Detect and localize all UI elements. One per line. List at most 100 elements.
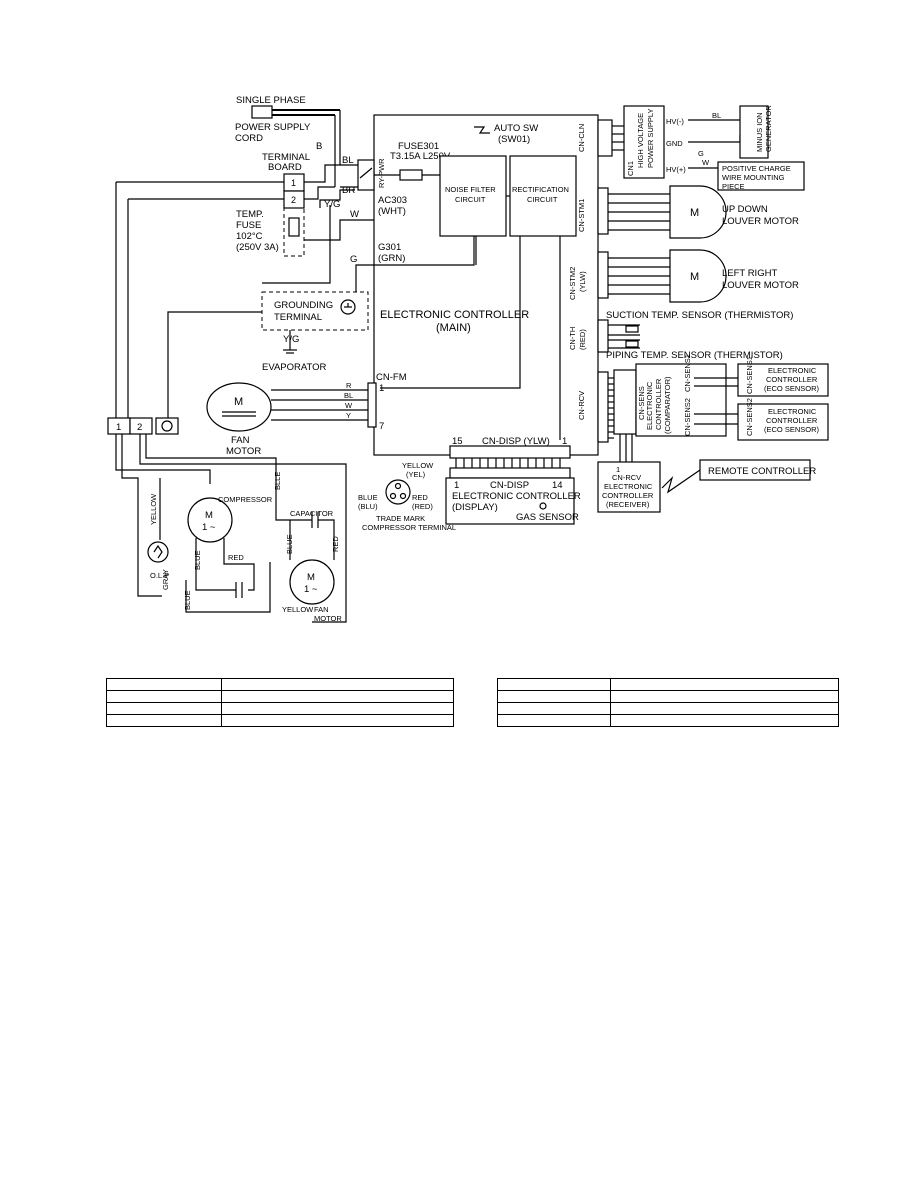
fm-wire-bl: BL <box>344 391 353 400</box>
hv-plus-label: HV(+) <box>666 165 686 174</box>
cn-fm-pin-1: 1 <box>379 383 384 394</box>
fan-motor-label-2: MOTOR <box>226 446 261 457</box>
terminal-1-label: 1 <box>291 178 296 188</box>
comparator-label-1: ELECTRONIC <box>645 381 654 430</box>
table-row <box>497 714 839 727</box>
hv-label-1: HIGH VOLTAGE <box>636 113 645 168</box>
plug-icon <box>251 105 273 119</box>
fuse-301: FUSE301 T3.15A L250V <box>374 141 451 181</box>
wire-b-label: B <box>316 141 322 152</box>
outdoor-fan-m-label: M <box>307 572 315 583</box>
temp-fuse-label-4: (250V 3A) <box>236 242 279 253</box>
display-controller <box>445 477 575 525</box>
hv-wire-bl: BL <box>712 111 721 120</box>
minus-ion-label-2: GENERATOR <box>764 105 773 152</box>
legend-table-left <box>106 678 454 727</box>
cn-sens1-right-label: CN-SENS1 <box>745 356 754 394</box>
fan-motor-icon <box>206 382 272 432</box>
eco1-label-3: (ECO SENSOR) <box>764 384 820 393</box>
trade-mark-label: TRADE MARK <box>376 514 425 523</box>
cn-th-label-1: CN-TH <box>568 327 577 350</box>
outdoor-ground-icon <box>161 420 173 432</box>
cn-stm1-section: CN-STM1 M UP DOWN LOUVER MOTOR <box>577 185 799 239</box>
fuse-301-label-1: FUSE301 <box>398 141 439 152</box>
gas-sensor-icon <box>539 502 547 510</box>
cn-disp-pin-15: 15 <box>452 436 463 447</box>
outdoor-terminal-2: 2 <box>137 422 142 433</box>
power-supply-cord-label-2: CORD <box>235 133 263 144</box>
g301-label-2: (GRN) <box>378 253 405 264</box>
wire-bl-label: BL <box>342 155 354 166</box>
blue-term-label-2: (BLU) <box>358 502 378 511</box>
receiver-label-3: (RECEIVER) <box>606 500 650 509</box>
yellow-term-label-1: YELLOW <box>402 461 434 470</box>
cn-disp-pin-1-top: 1 <box>562 436 567 447</box>
cn-sens1-left-label: CN-SENS1 <box>683 354 692 392</box>
blle-wire-label: BLLE <box>273 472 282 490</box>
compressor-label: COMPRESSOR <box>218 495 273 504</box>
table-row <box>497 690 839 703</box>
pos-charge-label-2: WIRE MOUNTING <box>722 173 785 182</box>
cn-disp-ylw-label: CN-DISP (YLW) <box>482 436 550 447</box>
up-down-louver-motor-icon <box>669 185 727 239</box>
relay-ry-pwr: BL BR RY-PWR <box>340 155 386 196</box>
wire-yg-ground-label: Y/G <box>283 334 299 345</box>
cn-th-label-2: (RED) <box>578 329 587 350</box>
gas-sensor-label: GAS SENSOR <box>516 512 579 523</box>
suction-sensor-label: SUCTION TEMP. SENSOR (THERMISTOR) <box>606 310 793 321</box>
compressor-red-wire: RED <box>228 553 244 562</box>
positive-charge-piece <box>717 161 805 191</box>
olp-section: O.L.P GRAY BLUE <box>147 541 271 613</box>
cn-stm2-connector <box>597 251 609 299</box>
eco1-label-1: ELECTRONIC <box>768 366 817 375</box>
eco1-label-2: CONTROLLER <box>766 375 818 384</box>
cn-th-section: CN-TH (RED) SUCTION TEMP. SENSOR (THERMI… <box>568 310 793 361</box>
power-supply-cord: SINGLE PHASE POWER SUPPLY CORD B <box>235 95 341 187</box>
noise-filter-label-2: CIRCUIT <box>455 195 486 204</box>
pos-charge-label-1: POSITIVE CHARGE <box>722 164 791 173</box>
compressor-terminal-label: COMPRESSOR TERMINAL <box>362 523 456 532</box>
cn-th-connector <box>597 319 609 353</box>
table-row <box>106 714 454 727</box>
auto-sw-label-1: AUTO SW <box>494 123 538 134</box>
temp-fuse-label-3: 102°C <box>236 231 263 242</box>
eco-sensor-1 <box>737 363 829 397</box>
outdoor-fan-motor-icon <box>289 559 335 605</box>
cn-rcv-label: CN-RCV <box>577 391 586 420</box>
legend-table-right <box>497 678 839 727</box>
red-term-label-2: (RED) <box>412 502 433 511</box>
outdoor-fan-phase-label: 1 ~ <box>304 584 318 595</box>
cn-stm2-label-1: CN-STM2 <box>568 267 577 300</box>
cn-stm1-connector <box>597 187 609 235</box>
display-label-2: (DISPLAY) <box>452 502 498 513</box>
rectification-label-1: RECTIFICATION <box>512 185 569 194</box>
wire-g-label: G <box>350 254 357 265</box>
receiver-label-2: CONTROLLER <box>602 491 654 500</box>
indoor-fan-motor: M FAN MOTOR R BL W Y CN-FM 1 7 <box>206 372 407 457</box>
table-row <box>106 690 454 703</box>
rectification-label-2: CIRCUIT <box>527 195 558 204</box>
single-phase-label: SINGLE PHASE <box>236 95 306 106</box>
comparator-label-2: CONTROLLER <box>654 378 663 430</box>
eco2-label-2: CONTROLLER <box>766 416 818 425</box>
power-supply-cord-label-1: POWER SUPPLY <box>235 122 311 133</box>
cn-fm-label: CN-FM <box>376 372 407 383</box>
noise-filter-label-1: NOISE FILTER <box>445 185 496 194</box>
cn-rcv-section: CN-RCV ELECTRONIC CONTROLLER (COMPARATOR… <box>577 354 829 462</box>
cn-disp-label: CN-DISP <box>490 480 529 491</box>
left-right-m-label: M <box>690 271 699 283</box>
receiver-controller <box>597 461 661 513</box>
outdoor-terminal-block: 1 2 <box>107 182 347 623</box>
auto-switch: AUTO SW (SW01) <box>474 123 538 145</box>
main-controller-label-2: (MAIN) <box>436 322 471 334</box>
temp-fuse-label-2: FUSE <box>236 220 261 231</box>
high-voltage-power-supply <box>623 105 665 179</box>
receiver-cn-rcv-label: CN-RCV <box>612 473 641 482</box>
cn-fm-pin-7: 7 <box>379 421 384 432</box>
hv-wire-w: W <box>702 158 710 167</box>
fm-wire-w: W <box>345 401 353 410</box>
table-row <box>497 678 839 691</box>
outdoor-fan-yellow-wire: YELLOW <box>282 605 314 614</box>
ac303-label-2: (WHT) <box>378 206 406 217</box>
remote-controller-label: REMOTE CONTROLLER <box>708 466 816 477</box>
